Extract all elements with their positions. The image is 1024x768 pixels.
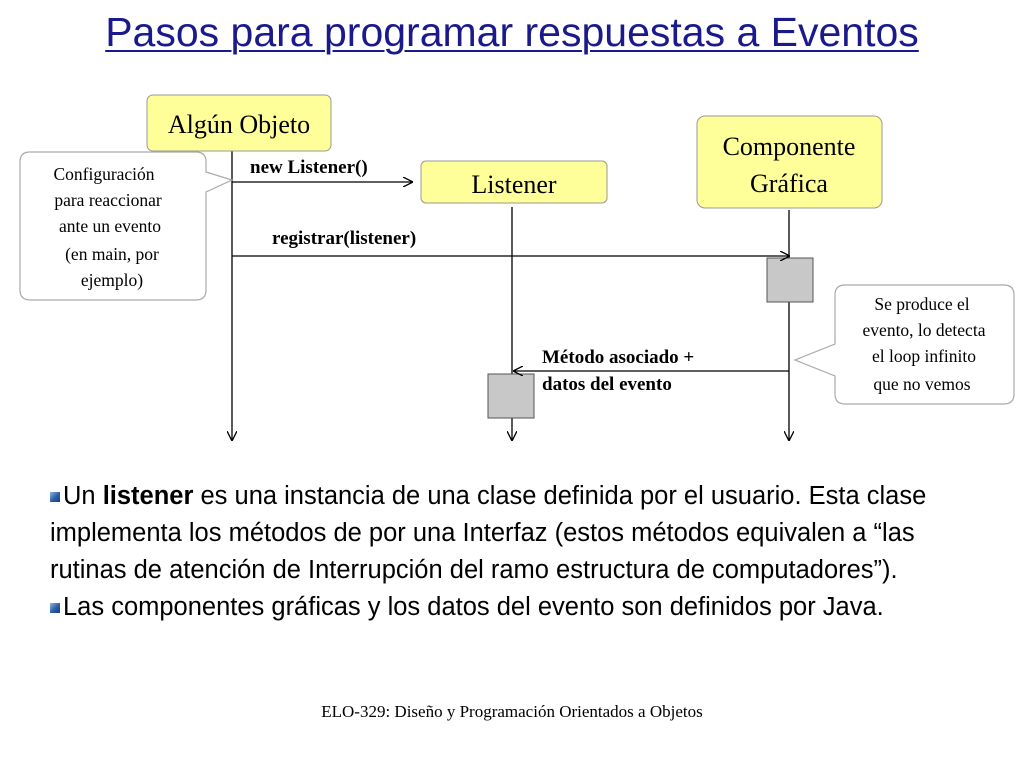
message-label-registrar: registrar(listener) xyxy=(272,228,416,249)
svg-text:para reaccionar: para reaccionar xyxy=(54,190,162,210)
svg-text:Componente: Componente xyxy=(723,132,856,161)
slide-title: Pasos para programar respuestas a Evento… xyxy=(105,9,919,55)
message-label-metodo-asociado: Método asociado + xyxy=(542,347,694,368)
svg-text:ante un evento: ante un evento xyxy=(59,216,161,236)
callout-configuracion: Configuración para reaccionar ante un ev… xyxy=(19,151,234,301)
svg-text:Gráfica: Gráfica xyxy=(750,169,828,198)
activation-box-componente xyxy=(766,257,814,303)
object-listener: Listener xyxy=(420,160,608,204)
svg-text:(en main, por: (en main, por xyxy=(65,244,159,264)
bullet-item-listener: Un listener es una instancia de una clas… xyxy=(50,482,927,584)
bullet-list: Un listener es una instancia de una clas… xyxy=(50,478,980,626)
svg-text:el loop infinito: el loop infinito xyxy=(872,346,976,366)
svg-text:evento, lo detecta: evento, lo detecta xyxy=(863,320,986,340)
svg-text:Configuración: Configuración xyxy=(53,164,154,184)
svg-text:que no vemos: que no vemos xyxy=(873,374,970,394)
sequence-diagram: Algún Objeto Listener Componente Gráfica… xyxy=(19,94,1015,460)
bullet-item-componentes: Las componentes gráficas y los datos del… xyxy=(50,589,980,626)
message-label-datos-evento: datos del evento xyxy=(542,374,672,395)
message-label-new-listener: new Listener() xyxy=(250,157,368,178)
activation-box-listener xyxy=(487,373,535,419)
bullet-icon xyxy=(50,603,60,613)
footer-course-name: ELO-329: Diseño y Programación Orientado… xyxy=(321,702,703,721)
bold-term-listener: listener xyxy=(102,482,194,510)
svg-text:Listener: Listener xyxy=(471,170,557,199)
object-algun-objeto: Algún Objeto xyxy=(146,94,332,152)
svg-text:ejemplo): ejemplo) xyxy=(81,270,143,290)
bullet-icon xyxy=(50,492,60,502)
callout-se-produce-evento: Se produce el evento, lo detecta el loop… xyxy=(793,284,1015,405)
object-componente-grafica: Componente Gráfica xyxy=(696,115,883,209)
svg-text:Algún Objeto: Algún Objeto xyxy=(168,110,310,139)
svg-text:Se produce el: Se produce el xyxy=(874,294,969,314)
